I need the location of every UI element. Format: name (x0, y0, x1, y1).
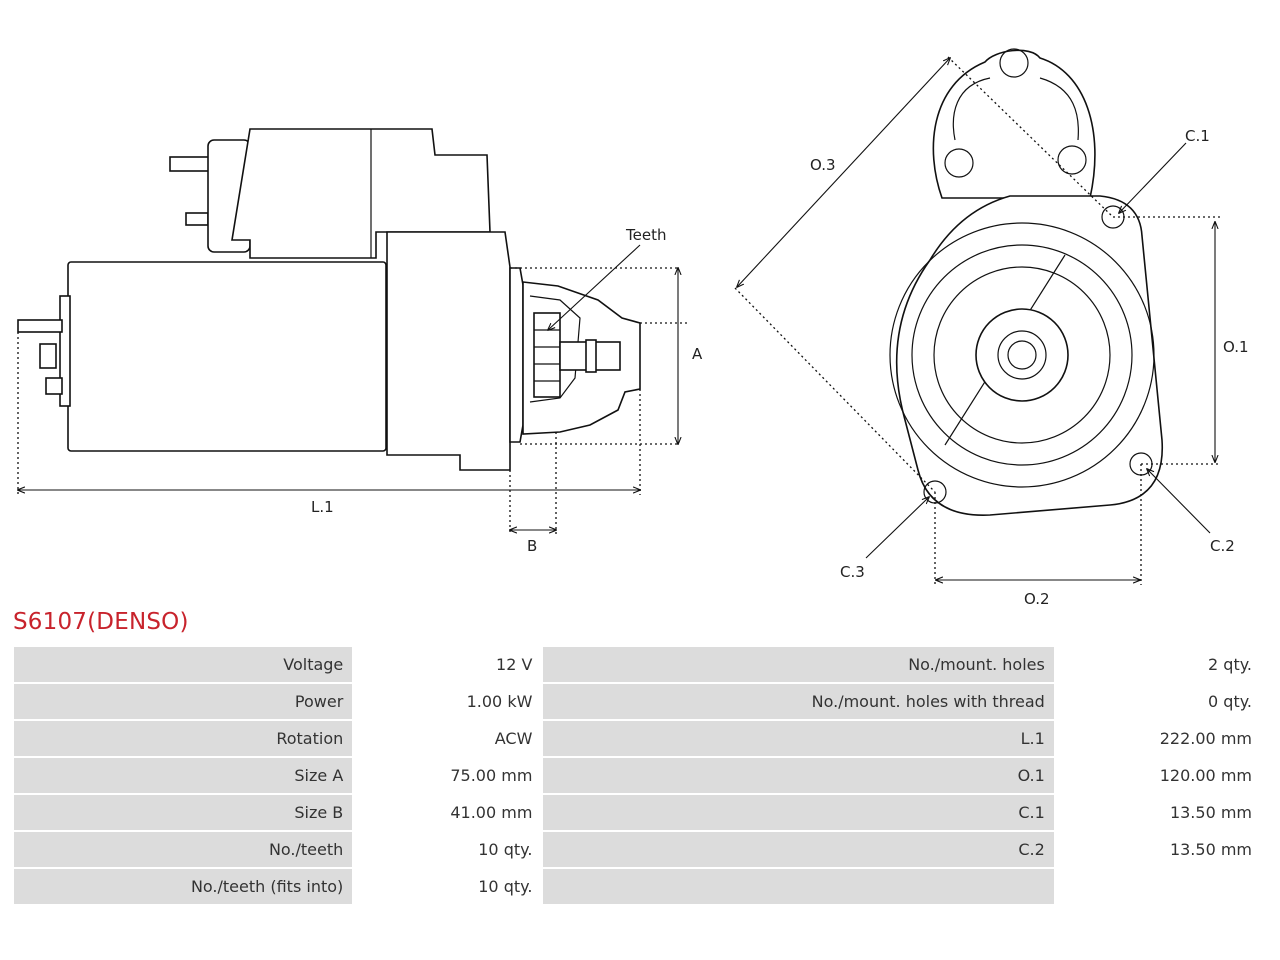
spec-label: C.2 (543, 832, 1054, 867)
spec-label: C.1 (543, 795, 1054, 830)
spec-label: O.1 (543, 758, 1054, 793)
spec-value: 2 qty. (1055, 647, 1261, 682)
a-label: A (692, 345, 703, 363)
c2-label: C.2 (1210, 537, 1235, 555)
spec-value: 41.00 mm (354, 795, 542, 830)
rear-terminal (39, 343, 57, 369)
spec-label (543, 869, 1054, 904)
motor-barrel (67, 261, 387, 452)
solenoid-hole-top (999, 48, 1029, 78)
spec-label: No./mount. holes with thread (543, 684, 1054, 719)
c1-label: C.1 (1185, 127, 1210, 145)
o3-label: O.3 (810, 156, 836, 174)
spec-label: Power (14, 684, 353, 719)
spec-label: Size B (14, 795, 353, 830)
pinion (533, 312, 561, 398)
solenoid-hole-right (1057, 145, 1087, 175)
shaft-clip (585, 339, 597, 373)
rear-bolt (45, 377, 63, 395)
spec-value: 10 qty. (354, 832, 542, 867)
spec-label: No./mount. holes (543, 647, 1054, 682)
shaft-center (1007, 340, 1037, 370)
c3-label: C.3 (840, 563, 865, 581)
spec-label: L.1 (543, 721, 1054, 756)
b-label: B (527, 537, 537, 555)
rear-stud (17, 319, 63, 333)
bore-ring (911, 244, 1133, 466)
spec-label: Size A (14, 758, 353, 793)
spec-value: 13.50 mm (1055, 832, 1261, 867)
spec-value: 222.00 mm (1055, 721, 1261, 756)
solenoid-body (231, 128, 491, 259)
spec-label: Rotation (14, 721, 353, 756)
o1-label: O.1 (1223, 338, 1249, 356)
solenoid-terminal-lower (185, 212, 209, 226)
spec-value: 1.00 kW (354, 684, 542, 719)
spec-value: ACW (354, 721, 542, 756)
bore-outer (889, 222, 1155, 488)
shaft-boss (975, 308, 1069, 402)
o2-label: O.2 (1024, 590, 1050, 608)
table-row: No./teeth (fits into)10 qty. (14, 869, 1261, 904)
end-cap (59, 295, 71, 407)
spec-label: No./teeth (fits into) (14, 869, 353, 904)
side-view: Teeth A L.1 B (17, 128, 703, 555)
spec-value: 75.00 mm (354, 758, 542, 793)
bore-inner (933, 266, 1111, 444)
teeth-label: Teeth (625, 226, 666, 244)
spec-value: 120.00 mm (1055, 758, 1261, 793)
product-title: S6107(DENSO) (13, 609, 189, 635)
spec-value: 13.50 mm (1055, 795, 1261, 830)
spec-value: 0 qty. (1055, 684, 1261, 719)
drive-housing (386, 231, 511, 471)
spec-value: 12 V (354, 647, 542, 682)
spec-value (1055, 869, 1261, 904)
solenoid-terminal-upper (169, 156, 211, 172)
spec-value: 10 qty. (354, 869, 542, 904)
spec-label: No./teeth (14, 832, 353, 867)
starter-motor-drawing: Teeth A L.1 B (17, 48, 1249, 608)
shaft-ring (997, 330, 1047, 380)
nose-flange (509, 267, 524, 443)
l1-label: L.1 (311, 498, 334, 516)
spec-label: Voltage (14, 647, 353, 682)
front-view: O.3 C.1 O.1 C.2 C.3 O.2 (734, 48, 1249, 608)
